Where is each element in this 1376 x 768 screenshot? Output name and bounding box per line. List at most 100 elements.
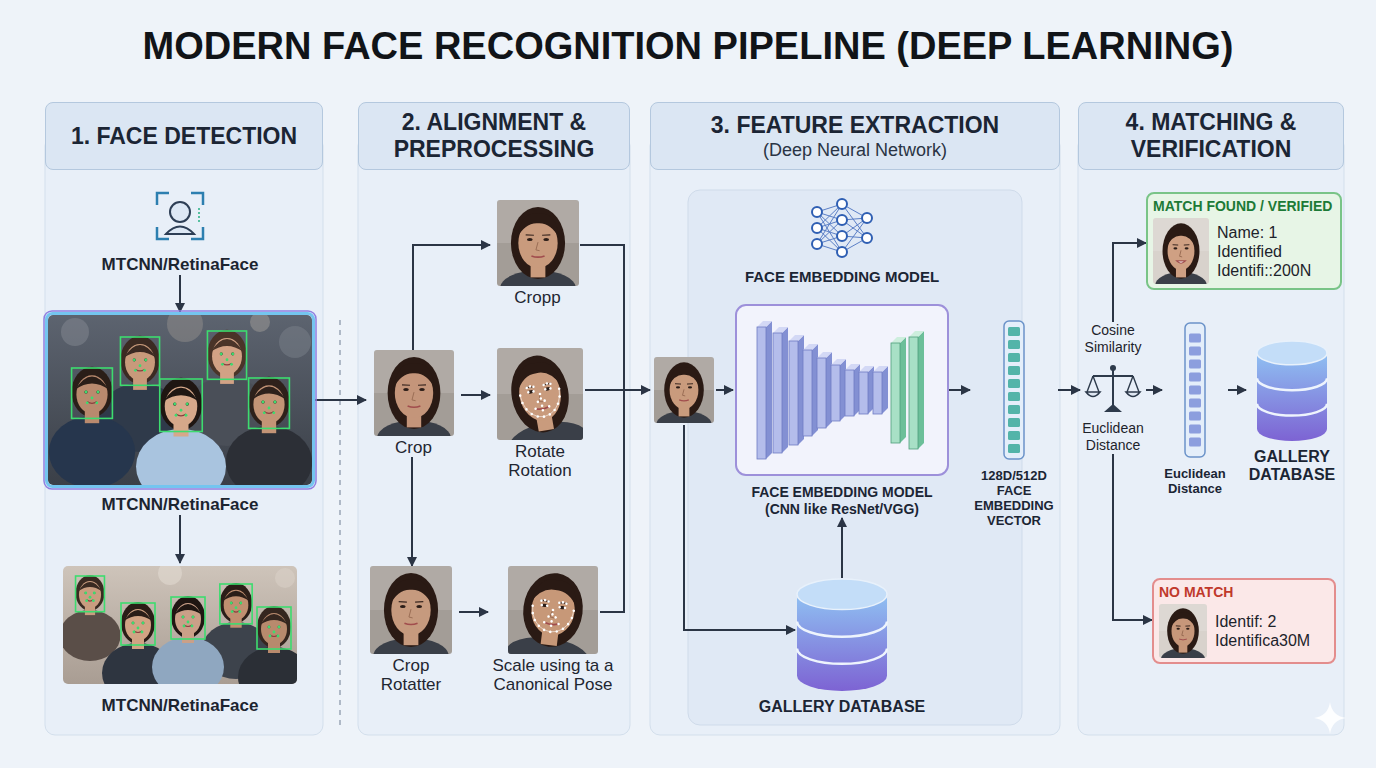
vector-bar: [1189, 334, 1201, 343]
face-photo: [525, 408, 528, 411]
group-photo: [92, 599, 95, 602]
face-photo: [1184, 244, 1190, 245]
face-photo: [520, 389, 563, 420]
face-photo: [387, 357, 440, 429]
step-caption: Rotate Rotation: [490, 442, 590, 480]
detector-icon: [170, 202, 190, 222]
group-photo: [269, 635, 272, 638]
face-photo: [1159, 604, 1207, 658]
embedding-model-box: FACE EMBEDDING MODELFACE EMBEDDING MODEL…: [735, 196, 949, 518]
connector-arrow: [411, 457, 413, 566]
face-photo: [497, 200, 579, 286]
face-photo: [418, 384, 426, 386]
face-photo: [1171, 612, 1196, 628]
face-photo: [541, 603, 548, 607]
face-photo: [370, 566, 452, 654]
group-photo: [182, 616, 185, 619]
face-photo: [1161, 608, 1205, 658]
database-cylinder: [1256, 340, 1328, 442]
vector-label: 128D/512D FACE EMBEDDING VECTOR: [970, 468, 1058, 528]
cnn-diagram: [891, 337, 906, 343]
result-row: Name: 1 Identified Identifi::200N: [1153, 218, 1335, 284]
face-photo: [407, 406, 420, 407]
balance-icon: [1126, 392, 1140, 397]
step-caption: Crop Rotatter: [363, 656, 459, 694]
group-photo: [226, 426, 312, 485]
group-photo: [192, 616, 195, 619]
face-photo: [555, 630, 558, 633]
group-photo: [93, 592, 95, 594]
connector-arrow: [179, 275, 181, 312]
group-photo: [48, 315, 312, 485]
panel-title: 2. ALIGNMENT & PREPROCESSING: [369, 109, 619, 163]
face-photo: [1179, 639, 1187, 641]
face-photo: [400, 605, 406, 608]
face-photo: [549, 387, 552, 390]
face-photo: [505, 351, 574, 437]
face-photo: [525, 234, 533, 236]
panel-subtitle: (Deep Neural Network): [763, 139, 947, 161]
face-photo: [551, 613, 554, 616]
network-icon: [807, 196, 877, 260]
database-cylinder: [1257, 341, 1327, 441]
face-photo: [390, 580, 433, 606]
panel-header: 4. MATCHING & VERIFICATION: [1078, 102, 1344, 170]
face-photo: [538, 392, 541, 395]
face-photo: [373, 573, 448, 654]
face-photo: [526, 238, 532, 241]
face-photo: [559, 606, 566, 610]
face-photo: [416, 605, 422, 608]
group-photo: [240, 602, 242, 604]
group-photo: [85, 391, 88, 394]
face-photo: [1177, 261, 1186, 263]
group-photo: [120, 337, 159, 385]
face-photo: [540, 604, 543, 607]
face-photo: [558, 601, 561, 604]
face-photo: [1167, 608, 1199, 653]
vector-bar: [1189, 360, 1201, 369]
group-photo: [167, 315, 203, 342]
group-photo: [260, 614, 288, 625]
database-cylinder: [797, 621, 887, 636]
group-photo: [272, 411, 275, 414]
vector-bar: [1189, 386, 1201, 395]
database-cylinder: [797, 579, 887, 691]
database-box: GALLERY DATABASE: [754, 578, 930, 716]
face-photo: [1180, 250, 1183, 257]
face-photo: [1177, 628, 1180, 630]
connector-arrow: [461, 394, 490, 396]
vector-bar: [1008, 327, 1020, 336]
group-photo: [174, 604, 202, 615]
aligned-face: [656, 362, 711, 423]
group-photo: [133, 359, 136, 362]
face-photo: [419, 388, 425, 391]
face-crop-box: Cropp: [490, 200, 585, 307]
database-cylinder: [1257, 341, 1327, 365]
face-photo: [542, 234, 550, 236]
connector-arrow: [179, 515, 181, 563]
vector-bar: [1008, 392, 1020, 401]
group-photo: [121, 603, 155, 645]
connector-arrow: [841, 518, 843, 578]
group-photo: [220, 583, 252, 623]
group-photo: [124, 610, 152, 621]
face-photo: [527, 391, 530, 394]
face-photo: [370, 566, 452, 654]
panel-ground: [650, 136, 1060, 735]
cnn-diagram: [845, 370, 854, 416]
group-photo: [120, 336, 159, 384]
group-photo: [86, 401, 89, 404]
face-photo: [510, 207, 564, 279]
face-photo: [543, 238, 549, 241]
group-photo: [124, 345, 156, 358]
face-photo: [553, 408, 556, 411]
result-details: Identif: 2 Identifica30M: [1215, 612, 1319, 650]
face-photo: [508, 566, 598, 654]
face-photo: [572, 609, 575, 612]
network-icon: [862, 233, 872, 243]
group-photo: [191, 625, 194, 628]
group-photo: [91, 397, 94, 400]
face-photo: [525, 386, 528, 389]
group-photo: [134, 369, 137, 372]
